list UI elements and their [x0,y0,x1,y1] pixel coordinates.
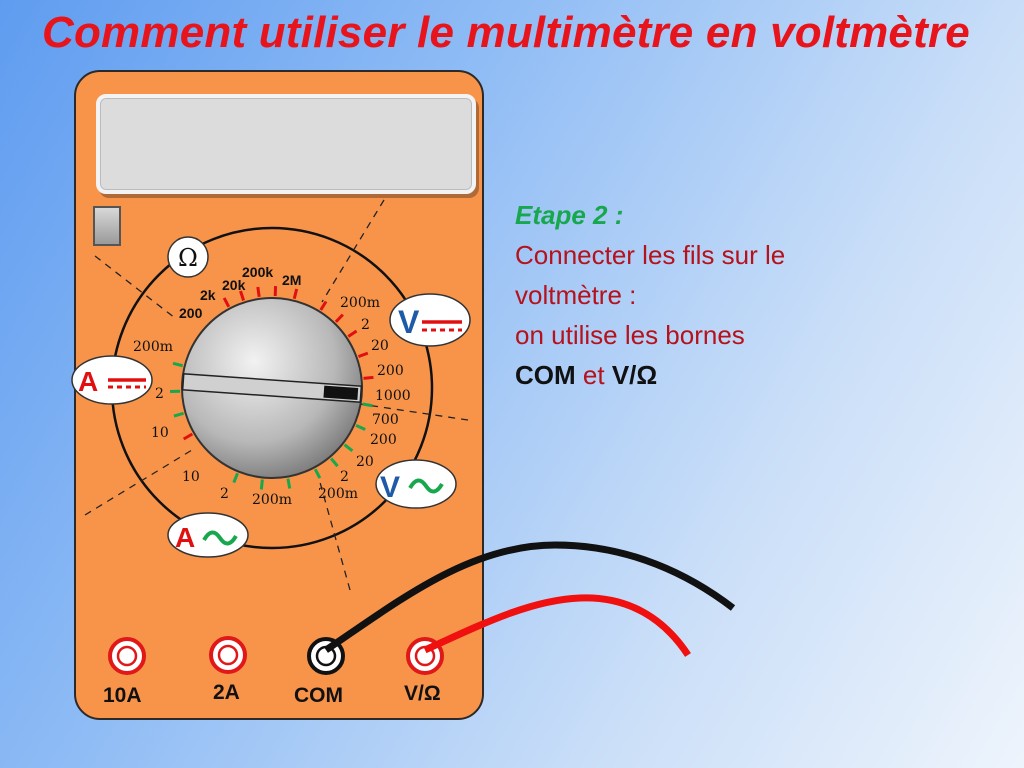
svg-text:A: A [78,366,98,397]
range-tick [347,329,358,338]
range-tick [313,468,322,479]
vac-range-label: 20 [356,454,374,470]
range-tick [362,402,373,408]
vac-range-label: 2 [340,469,349,485]
range-tick [357,351,369,358]
range-tick [232,472,239,484]
black-probe-wire[interactable] [324,541,736,653]
instruction-line: Connecter les fils sur le [515,240,786,270]
knob-pointer [181,373,363,403]
ohm-range-label: 2M [282,272,301,288]
terminal-label-com: COM [294,684,343,707]
svg-text:V: V [398,304,420,340]
adc-range-label: 200m [133,339,173,355]
ohm-mode-badge: Ω [167,236,209,278]
adc-range-label: 10 [151,425,169,441]
lcd-display [96,94,476,194]
range-tick [334,313,344,323]
adc-mode-badge: A [71,355,153,405]
range-tick [256,286,261,298]
aac-range-label: 2 [220,486,229,502]
slide-title: Comment utiliser le multimètre en voltmè… [42,8,970,57]
vdc-range-label: 200 [377,363,404,379]
ohm-range-label: 20k [222,277,246,293]
ohm-range-label: 2k [200,287,216,303]
range-tick [329,457,339,468]
terminal-2a[interactable] [209,636,247,674]
range-tick [355,424,366,431]
aac-mode-badge: A [167,512,249,558]
vdc-range-label: 1000 [375,388,411,404]
range-tick [292,288,299,300]
range-tick [363,375,374,380]
range-tick [286,478,292,489]
range-ticks [170,286,374,490]
range-tick [222,297,231,308]
instruction-line: voltmètre : [515,280,637,310]
term-v-text: V/Ω [611,360,658,390]
conjunction-text: et [582,360,605,390]
terminal-label-10a: 10A [103,684,142,707]
red-probe-wire[interactable] [423,594,691,657]
vac-range-label: 200 [370,432,397,448]
vac-range-label: 200m [318,486,358,502]
vdc-mode-badge: V [389,293,471,347]
aac-range-label: 200m [252,492,292,508]
ohm-icon: Ω [178,244,198,272]
hold-button[interactable] [93,206,121,246]
instruction-line: on utilise les bornes [515,320,745,350]
terminal-label-v-ohm: V/Ω [404,682,441,705]
instruction-line-terminals: COM et V/Ω [515,355,935,395]
range-tick [259,479,264,490]
ohm-range-label: 200k [242,264,273,280]
aac-range-label: 10 [182,469,200,485]
instructions-panel: Etape 2 : Connecter les fils sur le volt… [515,195,935,395]
range-tick [173,411,184,418]
terminal-10a[interactable] [108,637,146,675]
ac-symbol-icon [408,478,444,494]
vdc-range-label: 200m [340,295,380,311]
vdc-range-label: 20 [371,338,389,354]
vac-range-label: 700 [372,412,399,428]
ac-symbol-icon [202,530,238,546]
sector-separators [84,199,469,591]
step-title: Etape 2 : [515,200,624,230]
adc-range-label: 2 [155,386,164,402]
term-com-text: COM [515,360,576,390]
svg-text:V: V [380,471,400,504]
range-tick [319,300,328,311]
range-tick [182,432,194,441]
ohm-range-label: 200 [179,305,203,321]
vac-mode-badge: V [375,459,457,509]
range-tick [172,361,184,368]
terminal-label-2a: 2A [213,681,240,704]
vdc-range-label: 2 [361,317,370,333]
range-tick [343,443,354,452]
range-tick [239,290,245,301]
svg-text:A: A [175,522,195,553]
